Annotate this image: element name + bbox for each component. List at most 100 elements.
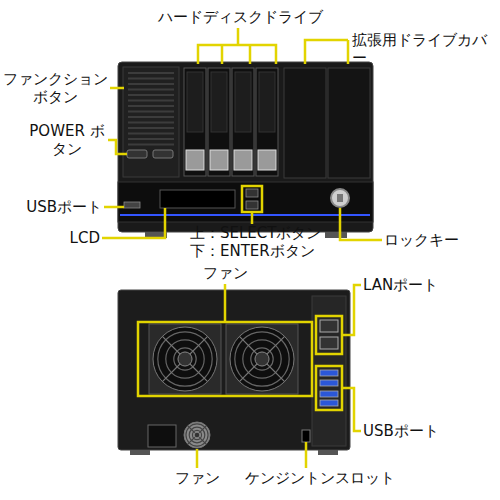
key-slot bbox=[337, 194, 343, 202]
front-strip bbox=[118, 182, 373, 222]
drive-handle bbox=[210, 150, 228, 170]
leader-line bbox=[104, 206, 124, 209]
usb-port bbox=[124, 202, 140, 208]
usb-port bbox=[320, 370, 338, 376]
leader-line bbox=[242, 186, 262, 224]
foot bbox=[318, 450, 338, 455]
callout-label: USBポート bbox=[363, 422, 493, 440]
vent-slit bbox=[128, 127, 174, 129]
fan-frame bbox=[226, 324, 298, 394]
vent-slit bbox=[128, 83, 174, 85]
power-button bbox=[153, 150, 173, 158]
drive-bay bbox=[232, 68, 254, 176]
lock-key bbox=[331, 189, 349, 207]
vent-slit bbox=[128, 100, 174, 102]
foot bbox=[130, 450, 150, 455]
back-body bbox=[118, 290, 350, 450]
usb-port bbox=[320, 391, 338, 397]
callout-label: POWER ボタン bbox=[26, 122, 108, 158]
fan bbox=[184, 422, 210, 448]
fan-hub bbox=[178, 352, 192, 366]
vent-slit bbox=[128, 94, 174, 96]
callout-label: ファン bbox=[185, 264, 265, 282]
leader-lines bbox=[102, 28, 382, 468]
lan-port bbox=[320, 337, 338, 349]
expansion-cover bbox=[328, 68, 370, 178]
fan-opening bbox=[230, 327, 294, 391]
vent-slit bbox=[128, 116, 174, 118]
kensington-slot bbox=[302, 430, 310, 442]
vent-slit bbox=[128, 89, 174, 91]
front-body bbox=[118, 62, 373, 232]
callout-label: 拡張用ドライブカバー bbox=[352, 31, 500, 67]
usb-port bbox=[320, 400, 338, 406]
vent-slit bbox=[128, 78, 174, 80]
fan-frame bbox=[149, 324, 221, 394]
vent-slit bbox=[128, 72, 174, 74]
enter-button bbox=[246, 201, 258, 209]
drive-handle bbox=[234, 150, 252, 170]
callout-label: ロックキー bbox=[384, 231, 494, 249]
callout-label: ファンクション ボタン bbox=[0, 70, 110, 106]
power-inlet bbox=[148, 425, 176, 447]
leader-line bbox=[198, 28, 276, 64]
fan-hub bbox=[194, 432, 200, 438]
drive-face bbox=[211, 72, 227, 132]
callout-label: ファン bbox=[157, 469, 237, 487]
leader-line bbox=[305, 442, 308, 468]
fan-grill bbox=[158, 332, 212, 386]
leader-frame bbox=[316, 316, 342, 354]
foot bbox=[325, 232, 347, 238]
io-plate bbox=[312, 296, 346, 446]
drive-tray bbox=[208, 68, 230, 176]
drive-tray bbox=[184, 68, 206, 176]
drive-bay bbox=[256, 68, 278, 176]
leader-frame bbox=[138, 322, 312, 396]
drive-face bbox=[259, 72, 275, 132]
drive-tray bbox=[232, 68, 254, 176]
fan-grill bbox=[186, 424, 208, 446]
leader-line bbox=[110, 87, 124, 90]
fan-opening bbox=[153, 327, 217, 391]
leader-line bbox=[342, 285, 361, 335]
callout-label: LCD bbox=[40, 229, 100, 247]
vent-panel bbox=[123, 67, 179, 177]
expansion-cover bbox=[284, 68, 326, 178]
callout-label: LANポート bbox=[363, 276, 493, 294]
callout-label: 下：ENTERボタン bbox=[190, 242, 350, 260]
vent-slit bbox=[128, 133, 174, 135]
lan-port bbox=[320, 320, 338, 332]
drive-tray bbox=[256, 68, 278, 176]
vent-slit bbox=[128, 111, 174, 113]
callout-label: ハードディスクドライブ bbox=[140, 8, 340, 26]
fan-hub bbox=[255, 352, 269, 366]
fan-opening bbox=[184, 422, 210, 448]
leader-line bbox=[342, 388, 361, 431]
function-button bbox=[127, 150, 147, 158]
vent-slit bbox=[128, 105, 174, 107]
fans bbox=[149, 324, 298, 448]
callout-label: ケンジントンスロット bbox=[230, 469, 410, 487]
leader-line bbox=[108, 140, 127, 154]
leader-line bbox=[224, 284, 227, 322]
callout-label: 上：SELECTボタン bbox=[190, 224, 350, 242]
select-button bbox=[246, 189, 258, 197]
leader-line bbox=[102, 208, 165, 238]
drive-handle bbox=[186, 150, 204, 170]
callout-label: USBポート bbox=[4, 198, 102, 216]
vent-slits bbox=[128, 73, 174, 145]
fan bbox=[149, 324, 221, 394]
vent-slit bbox=[128, 122, 174, 124]
leader-frame bbox=[316, 366, 342, 410]
vent-slit bbox=[128, 138, 174, 140]
blue-stripe bbox=[120, 214, 370, 216]
drive-face bbox=[187, 72, 203, 132]
drive-handle bbox=[258, 150, 276, 170]
drive-face bbox=[235, 72, 251, 132]
lcd-screen bbox=[160, 190, 235, 208]
vent-slit bbox=[128, 144, 174, 146]
fan-grill bbox=[235, 332, 289, 386]
drive-bays bbox=[184, 68, 278, 176]
leader-line bbox=[305, 40, 348, 64]
